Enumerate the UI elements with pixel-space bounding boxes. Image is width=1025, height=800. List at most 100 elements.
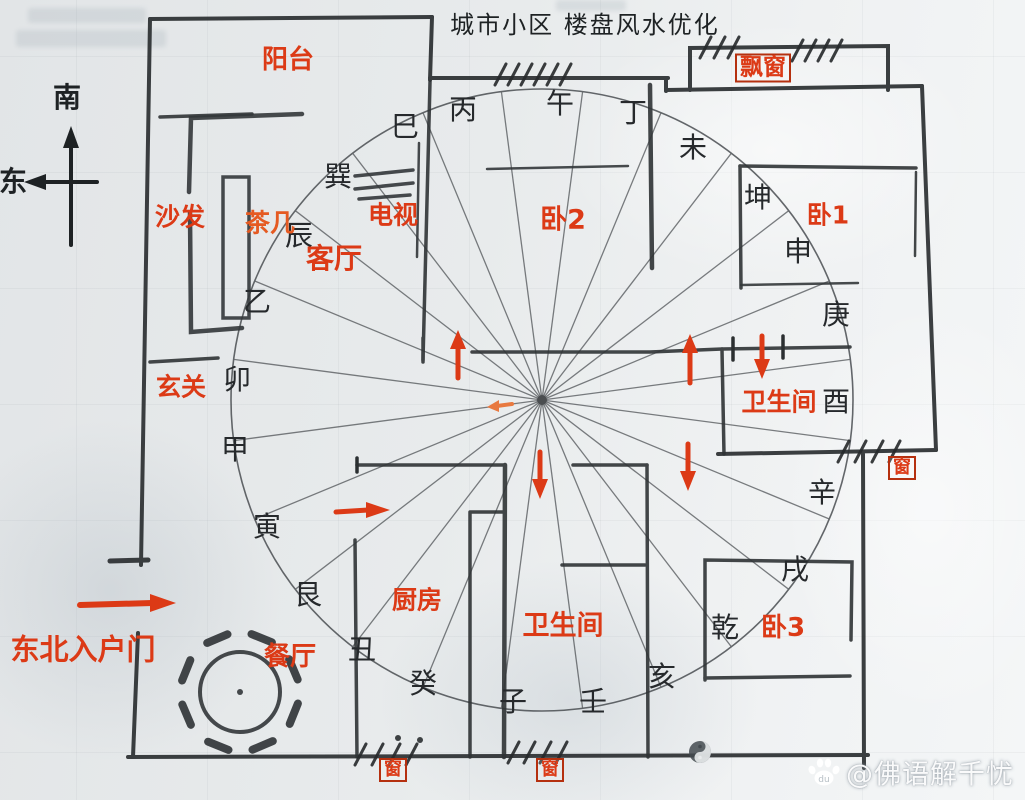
bedroom1-bed-line xyxy=(739,281,860,287)
room-label-bathroom-bottom: 卫生间 xyxy=(522,610,604,642)
window-hatch-mark xyxy=(506,62,521,87)
window-hatch-mark xyxy=(545,62,560,87)
compass-cross xyxy=(24,126,99,247)
tv-wall-line xyxy=(415,141,421,259)
radial-line xyxy=(233,358,543,401)
radial-line xyxy=(254,399,543,520)
handle-dot xyxy=(417,737,423,743)
room-label-kitchen: 厨房 xyxy=(391,585,443,615)
wall-bedroom1-top xyxy=(738,164,918,170)
direction-label-4: 申 xyxy=(783,235,813,268)
radial-line xyxy=(541,112,662,401)
direction-label-7: 辛 xyxy=(807,476,837,509)
wall-bathroom-right-top xyxy=(720,345,852,351)
entrance-arrow xyxy=(77,594,176,612)
room-label-dining-room: 餐厅 xyxy=(263,642,317,672)
direction-label-3: 坤 xyxy=(743,181,773,214)
dining-table-dot xyxy=(237,689,243,695)
outer-walls xyxy=(107,15,938,770)
radial-line xyxy=(294,399,543,590)
wall-left-lower xyxy=(131,631,140,759)
wall-bedroom2-left xyxy=(421,80,432,362)
erased-marks xyxy=(556,0,626,11)
direction-label-19: 乙 xyxy=(242,285,272,318)
window-hatch-mark xyxy=(698,35,713,60)
direction-label-11: 壬 xyxy=(578,685,608,718)
window-hatch-mark xyxy=(790,38,805,63)
radial-line xyxy=(541,399,732,648)
window-hatches xyxy=(353,35,902,767)
dining-chairs xyxy=(178,630,302,754)
wall-top-left xyxy=(148,15,434,21)
compass-south-label: 南 xyxy=(52,81,82,114)
radial-line xyxy=(500,399,543,709)
radial-line xyxy=(541,399,662,688)
window-hatch-mark xyxy=(532,62,547,87)
direction-label-13: 癸 xyxy=(408,667,438,700)
room-label-sofa: 沙发 xyxy=(154,202,206,232)
room-label-living-room: 客厅 xyxy=(305,242,363,275)
ring-circle xyxy=(230,88,854,712)
direction-label-1: 丁 xyxy=(618,96,648,129)
window-hatch-mark xyxy=(712,35,727,60)
radial-line xyxy=(422,112,543,401)
compass-arrowhead-up xyxy=(63,126,79,148)
dining-chair xyxy=(178,656,195,685)
door-tick-entrance xyxy=(107,557,151,564)
room-label-bedroom-1: 卧1 xyxy=(806,200,850,230)
sofa-outline xyxy=(186,111,305,195)
wall-bedroom1-right xyxy=(913,170,918,258)
direction-label-2: 未 xyxy=(678,131,708,164)
room-label-balcony: 阳台 xyxy=(261,45,315,75)
radial-line xyxy=(541,91,584,401)
wall-right xyxy=(920,84,938,452)
furniture xyxy=(178,111,860,754)
small-left-arrow-center xyxy=(487,400,514,412)
window-hatch-mark xyxy=(522,740,537,765)
sofa-spine xyxy=(187,210,245,335)
kitchen-counter xyxy=(468,510,507,759)
wall-bedroom2-right xyxy=(647,82,655,271)
wall-bathroom-right-bottom xyxy=(716,448,938,456)
wall-entry-divider xyxy=(148,356,220,364)
radial-line xyxy=(541,358,851,401)
wall-top-right xyxy=(664,84,924,92)
down-arrow-right xyxy=(680,441,696,491)
paw-du-text: du xyxy=(818,775,829,785)
room-label-bedroom-2: 卧2 xyxy=(540,204,586,236)
room-label-bedroom-3: 卧3 xyxy=(760,613,806,643)
radial-line xyxy=(541,280,830,401)
page-title: 城市小区 楼盘风水优化 xyxy=(450,11,720,39)
window-hatch-mark xyxy=(803,38,818,63)
bedroom2-bed-line xyxy=(485,164,630,171)
window-hatch-mark xyxy=(853,439,868,464)
dining-chair xyxy=(204,737,233,754)
down-arrow-center xyxy=(532,449,548,499)
direction-label-5: 庚 xyxy=(821,298,851,331)
radial-line xyxy=(294,210,543,401)
direction-label-23: 丙 xyxy=(448,93,478,126)
window-hatch-mark xyxy=(493,62,508,87)
room-label-tv: 电视 xyxy=(367,200,419,230)
ring-hub xyxy=(537,395,547,405)
room-label-entrance-door: 东北入户门 xyxy=(10,632,156,667)
dining-table xyxy=(198,650,282,734)
radial-line xyxy=(541,399,851,442)
radial-lines xyxy=(233,91,851,709)
watermark-text: @佛语解千忧 xyxy=(846,759,1014,791)
window-hatch-mark xyxy=(887,439,902,464)
up-arrow-left xyxy=(450,330,466,381)
direction-label-18: 卯 xyxy=(222,363,252,396)
window-hatch-mark xyxy=(726,35,741,60)
wall-top-step xyxy=(428,15,434,82)
window-hatch-mark xyxy=(870,439,885,464)
wall-bedroom1-left xyxy=(738,164,743,290)
red-arrows xyxy=(77,330,770,612)
erased-marks xyxy=(28,8,146,23)
radial-line xyxy=(500,91,543,401)
down-arrow-bathroom xyxy=(754,333,770,379)
wall-kitchen-left xyxy=(353,538,359,759)
window-hatch-mark xyxy=(519,62,534,87)
inner-walls xyxy=(148,80,918,760)
